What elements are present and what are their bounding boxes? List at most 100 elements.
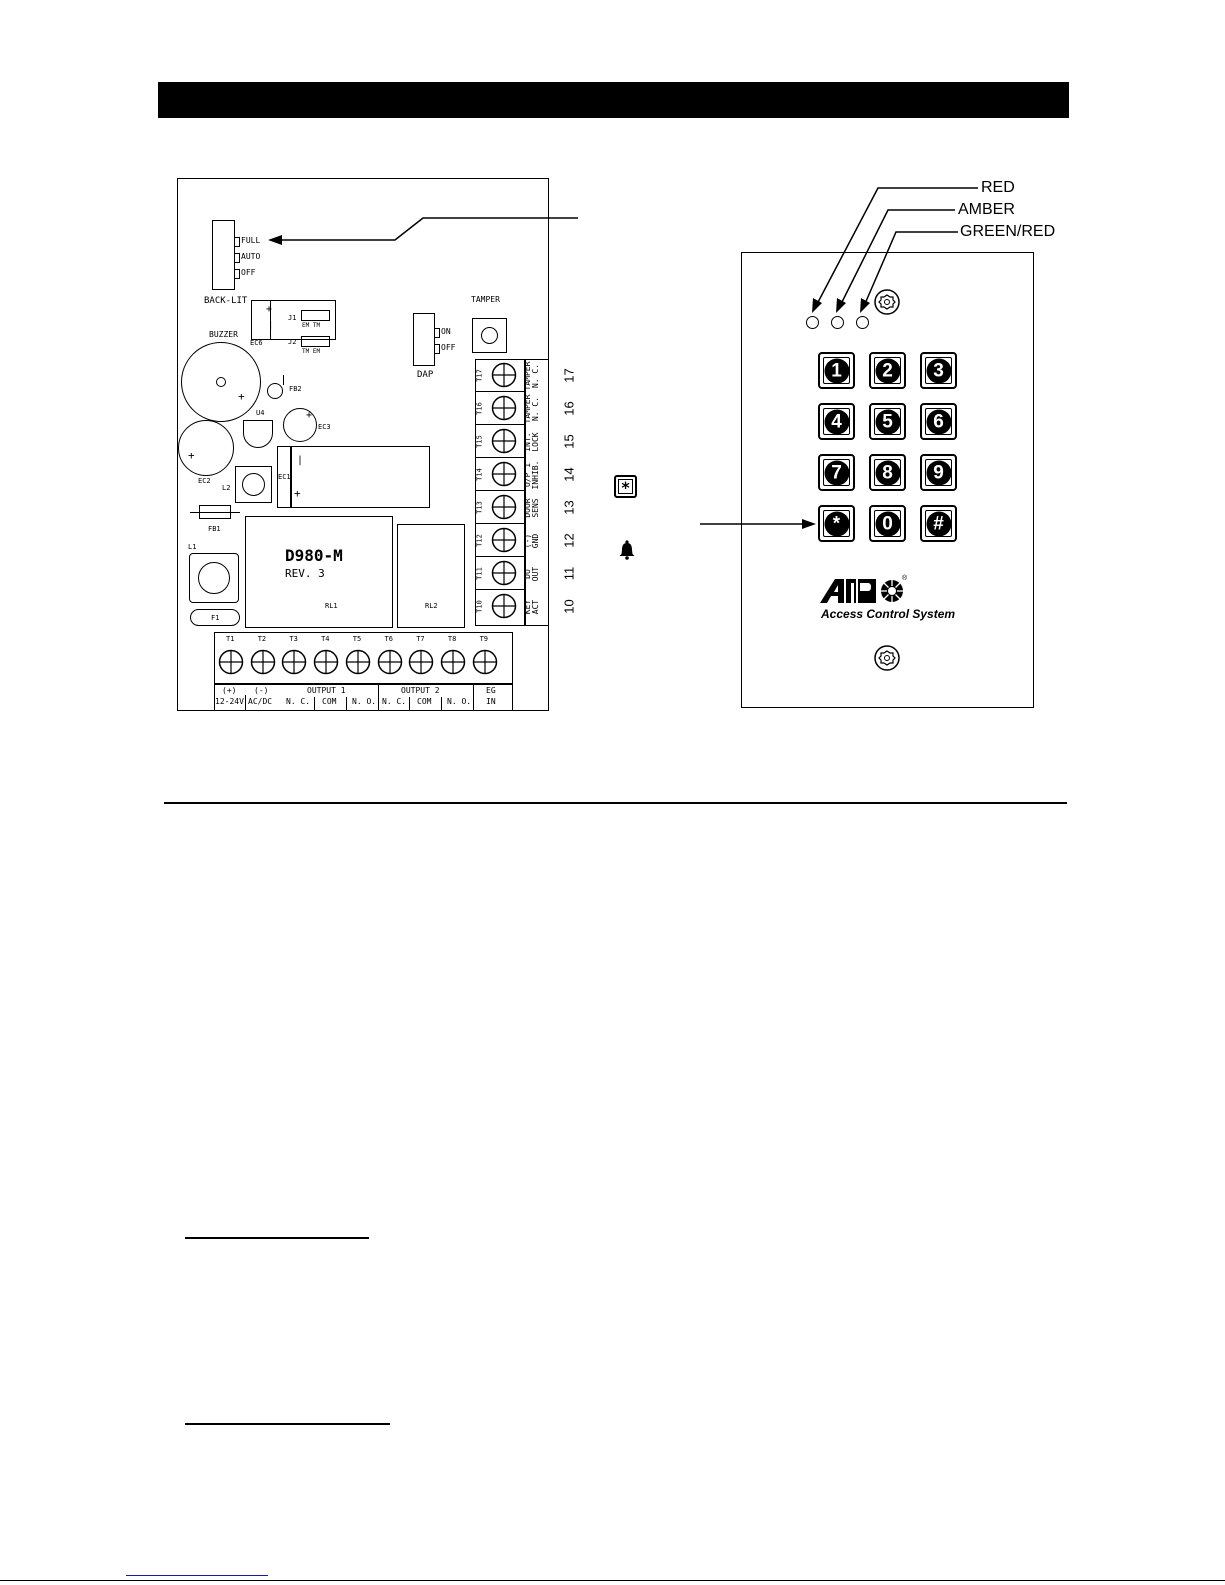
dap-off: OFF bbox=[441, 343, 456, 352]
terminal-id: T17 bbox=[475, 369, 484, 382]
j1-jumper bbox=[301, 310, 330, 321]
led-amber-label: AMBER bbox=[958, 201, 1015, 218]
j1-options: EM TM bbox=[302, 322, 321, 329]
keypad-key-label: 4 bbox=[824, 409, 849, 434]
backlit-pin bbox=[235, 253, 240, 263]
side-terminal-t14 bbox=[475, 458, 525, 491]
label-divider bbox=[346, 697, 347, 711]
keypad-key-1[interactable]: 1 bbox=[818, 352, 855, 389]
keypad-key-star[interactable]: * bbox=[818, 505, 855, 542]
t2-type: AC/DC bbox=[248, 697, 273, 706]
terminal-screw-icon bbox=[440, 649, 466, 675]
keypad-key-label: 6 bbox=[926, 409, 951, 434]
circuit-board bbox=[177, 178, 549, 711]
label-divider bbox=[441, 697, 442, 711]
terminal-screw-icon bbox=[218, 649, 244, 675]
section-divider bbox=[164, 802, 1067, 804]
footer-rule bbox=[0, 1580, 1225, 1581]
keypad-key-3[interactable]: 3 bbox=[920, 352, 957, 389]
buzzer-center bbox=[216, 377, 226, 387]
keypad-key-0[interactable]: 0 bbox=[869, 505, 906, 542]
dap-on: ON bbox=[441, 327, 451, 336]
ec2-capacitor bbox=[178, 420, 234, 476]
led-pointer-arrows bbox=[812, 187, 978, 313]
keypad-key-9[interactable]: 9 bbox=[920, 454, 957, 491]
rl1-relay bbox=[245, 516, 393, 628]
keypad-key-label: 5 bbox=[875, 409, 900, 434]
l2-label: L2 bbox=[222, 484, 231, 492]
keypad-key-2[interactable]: 2 bbox=[869, 352, 906, 389]
keypad-key-6[interactable]: 6 bbox=[920, 403, 957, 440]
side-terminal-t13 bbox=[475, 491, 525, 524]
ec1-minus: | bbox=[297, 455, 304, 466]
j2-options: TM EM bbox=[302, 348, 321, 355]
terminal-id: T15 bbox=[475, 435, 484, 448]
terminal-screw-icon bbox=[491, 494, 517, 520]
keypad-key-4[interactable]: 4 bbox=[818, 403, 855, 440]
board-revision: REV. 3 bbox=[285, 567, 325, 580]
keypad-faceplate bbox=[741, 252, 1034, 708]
output1-label: OUTPUT 1 bbox=[307, 686, 346, 695]
dap-pin bbox=[435, 344, 440, 354]
terminal-screw-icon bbox=[491, 395, 517, 421]
terminal-id: T10 bbox=[475, 600, 484, 613]
side-terminal-divider bbox=[524, 359, 526, 626]
bell-icon bbox=[619, 540, 635, 560]
led-amber bbox=[831, 316, 844, 329]
bottom-terminal-divider bbox=[214, 683, 513, 685]
f1-fuse bbox=[190, 609, 240, 626]
ec2-plus: + bbox=[188, 449, 195, 462]
terminal-screw-icon bbox=[377, 649, 402, 675]
t1-polarity: (+) bbox=[222, 686, 237, 695]
ec3-label: EC3 bbox=[318, 423, 331, 431]
terminal-number: 10 bbox=[561, 599, 577, 614]
backlit-label: BACK-LIT bbox=[204, 296, 248, 306]
keypad-key-8[interactable]: 8 bbox=[869, 454, 906, 491]
terminal-id: T8 bbox=[447, 635, 457, 643]
output1-com: COM bbox=[322, 697, 337, 706]
terminal-screw-icon bbox=[472, 649, 497, 675]
ec1-capacitor bbox=[277, 446, 430, 508]
footer-link-underline[interactable] bbox=[126, 1575, 268, 1576]
terminal-screw-icon bbox=[491, 428, 517, 454]
terminal-screw-icon bbox=[491, 593, 517, 619]
heading-underline bbox=[185, 1423, 390, 1425]
jumper-block bbox=[251, 300, 336, 340]
output1-nc: N. C. bbox=[286, 697, 311, 706]
tamper-switch bbox=[472, 318, 507, 353]
side-terminal-t17 bbox=[475, 359, 525, 392]
ec6-label: EC6 bbox=[250, 339, 263, 347]
fb1-label: FB1 bbox=[208, 525, 221, 533]
label-divider bbox=[314, 697, 315, 711]
terminal-screw-icon bbox=[250, 649, 275, 675]
keypad-key-7[interactable]: 7 bbox=[818, 454, 855, 491]
keypad-key-label: # bbox=[926, 511, 951, 536]
t1-voltage: 12-24V bbox=[215, 697, 244, 706]
j1-label: J1 bbox=[288, 314, 297, 322]
terminal-screw-icon bbox=[491, 560, 517, 586]
rl2-label: RL2 bbox=[425, 602, 438, 610]
eg-in-top: EG bbox=[486, 686, 496, 695]
terminal-number: 13 bbox=[561, 500, 577, 515]
keypad-key-label: * bbox=[824, 511, 849, 536]
star-key-arrow bbox=[700, 519, 816, 529]
ec3-plus: + bbox=[306, 410, 313, 421]
output1-no: N. O. bbox=[352, 697, 377, 706]
terminal-number: 15 bbox=[561, 434, 577, 449]
ec6-capacitor bbox=[251, 300, 271, 340]
terminal-id: T12 bbox=[475, 534, 484, 547]
rl1-label: RL1 bbox=[325, 602, 338, 610]
terminal-number: 14 bbox=[561, 467, 577, 482]
u4-regulator bbox=[243, 420, 273, 448]
led-red bbox=[806, 316, 819, 329]
keypad-key-5[interactable]: 5 bbox=[869, 403, 906, 440]
backlit-pin bbox=[235, 269, 240, 279]
buzzer-label: BUZZER bbox=[209, 330, 238, 339]
keypad-key-hash[interactable]: # bbox=[920, 505, 957, 542]
side-terminal-block bbox=[475, 359, 549, 626]
backlit-option-auto: AUTO bbox=[241, 252, 261, 261]
terminal-id: T4 bbox=[321, 635, 330, 643]
terminal-screw-icon bbox=[313, 649, 339, 675]
ec3-capacitor bbox=[283, 408, 317, 442]
